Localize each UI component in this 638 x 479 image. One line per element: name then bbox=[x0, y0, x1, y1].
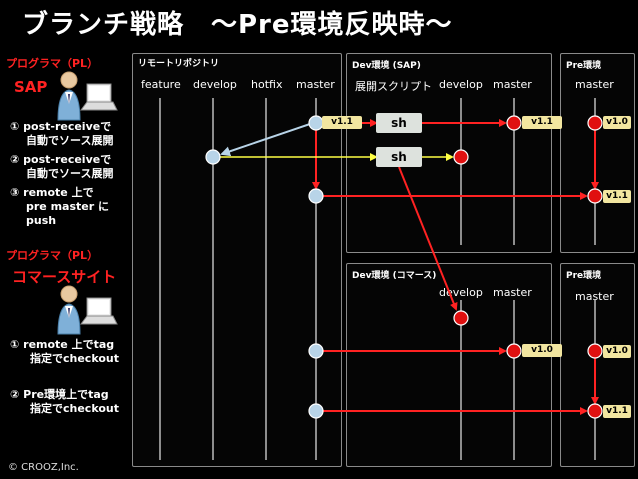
sap-step-1-detail: 自動でソース展開 bbox=[26, 134, 114, 147]
column-master: master bbox=[575, 290, 614, 303]
sap-name-label: SAP bbox=[14, 78, 48, 96]
deploy-script-box: sh bbox=[376, 113, 422, 133]
tag-badge: v1.1 bbox=[603, 190, 631, 203]
commerce-step-2: ② Pre環境上でtag bbox=[10, 388, 109, 401]
sap-step-3: ③ remote 上で bbox=[10, 186, 94, 199]
column-feature: feature bbox=[141, 78, 181, 91]
pre-env-panel bbox=[560, 53, 635, 253]
dev-sap-master-node bbox=[506, 115, 522, 131]
column-hotfix: hotfix bbox=[251, 78, 283, 91]
tag-badge: v1.1 bbox=[522, 116, 562, 129]
remote-master-node-tag bbox=[308, 343, 324, 359]
pre-master-node-old bbox=[587, 115, 603, 131]
column-master: master bbox=[296, 78, 335, 91]
remote-master-node-top bbox=[308, 115, 324, 131]
tag-badge: v1.1 bbox=[322, 116, 362, 129]
tag-badge: v1.0 bbox=[603, 116, 631, 129]
commerce-step-1-detail: 指定でcheckout bbox=[30, 352, 119, 365]
tag-badge: v1.0 bbox=[522, 344, 562, 357]
pre-env-panel-2-label: Pre環境 bbox=[566, 271, 602, 281]
remote-master-node bbox=[308, 188, 324, 204]
dev-commerce-panel bbox=[346, 263, 552, 467]
remote-master-node-pre bbox=[308, 403, 324, 419]
column-master: master bbox=[575, 78, 614, 91]
pre-env-panel-label: Pre環境 bbox=[566, 61, 602, 71]
column-master: master bbox=[493, 286, 532, 299]
sap-step-1: ① post-receiveで bbox=[10, 120, 112, 133]
pre-master-node-new bbox=[587, 188, 603, 204]
sap-step-2-detail: 自動でソース展開 bbox=[26, 167, 114, 180]
dev-sap-panel-label: Dev環境 (SAP) bbox=[352, 61, 421, 71]
tag-badge: v1.0 bbox=[603, 345, 631, 358]
commerce-step-2-detail: 指定でcheckout bbox=[30, 402, 119, 415]
dev-commerce-master-node bbox=[506, 343, 522, 359]
commerce-role-label: プログラマ（PL） bbox=[6, 249, 99, 262]
merge-back-arrow bbox=[220, 123, 311, 157]
column-master: master bbox=[493, 78, 532, 91]
commerce-name-label: コマースサイト bbox=[12, 268, 117, 286]
column-develop: develop bbox=[439, 78, 483, 91]
sap-role-label: プログラマ（PL） bbox=[6, 57, 99, 70]
sap-step-3-detail: pre master に bbox=[26, 200, 109, 213]
pre2-master-node-new bbox=[587, 403, 603, 419]
dev-commerce-develop-node bbox=[453, 310, 469, 326]
commerce-step-1: ① remote 上でtag bbox=[10, 338, 115, 351]
dev-commerce-panel-label: Dev環境 (コマース) bbox=[352, 271, 437, 281]
copyright-text: © CROOZ,Inc. bbox=[8, 462, 79, 473]
dev-sap-develop-node bbox=[453, 149, 469, 165]
pre2-master-node-old bbox=[587, 343, 603, 359]
deploy-script-box: sh bbox=[376, 147, 422, 167]
column-deploy-script: 展開スクリプト bbox=[355, 80, 432, 93]
remote-repository-panel bbox=[132, 53, 342, 467]
page-title: ブランチ戦略 ～Pre環境反映時～ bbox=[22, 10, 453, 40]
sap-step-2: ② post-receiveで bbox=[10, 153, 112, 166]
column-develop: develop bbox=[193, 78, 237, 91]
tag-badge: v1.1 bbox=[603, 405, 631, 418]
sap-step-3-detail-2: push bbox=[26, 214, 57, 227]
deploy-commerce-arrow bbox=[398, 166, 458, 311]
remote-panel-label: リモートリポジトリ bbox=[138, 59, 220, 69]
pre-env-panel-2 bbox=[560, 263, 635, 467]
programmer-laptop-icon bbox=[55, 70, 119, 128]
develop-node bbox=[205, 149, 221, 165]
programmer-laptop-icon bbox=[55, 284, 119, 342]
